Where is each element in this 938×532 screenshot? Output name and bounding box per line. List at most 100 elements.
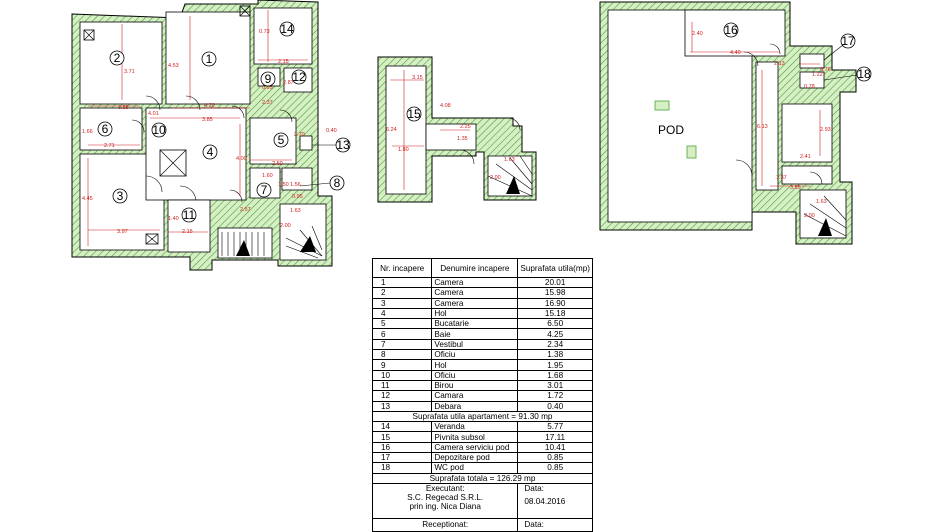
dim-label: 4.53 [168,63,179,69]
dim-label: 0.76 [820,67,831,73]
cell-area: 6.50 [517,318,593,330]
cell-nr: 15 [371,431,433,443]
cell-area: 16.90 [517,297,593,309]
cell-name: Depozitare pod [431,452,519,464]
dim-label: 3.85 [202,117,213,123]
dim-label: 1.50 [278,182,289,188]
room-number-10: 10 [152,123,166,137]
cell-nr: 3 [371,297,433,309]
cell-name: Hol [431,359,519,371]
cell-name: Camara [431,390,519,402]
cell-nr: 9 [371,359,433,371]
dim-label: 3.15 [412,75,423,81]
dim-label: 3.97 [117,229,128,235]
dim-label: 2.93 [820,127,831,133]
dim-label: 0.73 [259,29,270,35]
ground-floor-dimensions: 0.73 2.15 3.71 4.53 2.87 0.95 3.85 4.01 … [82,29,337,235]
room-number-9: 9 [265,72,272,86]
cell-nr: 2 [371,287,433,299]
dim-label: 2.37 [262,100,273,106]
room-number-11: 11 [183,208,196,222]
dim-label: 2.00 [804,213,815,219]
cell-area: 0.85 [517,452,593,464]
room-number-17: 17 [841,34,855,48]
cell-nr: 16 [371,441,433,454]
cell-nr: 18 [371,462,433,474]
dim-label: 2.71 [104,143,115,149]
total-row: Suprafata totala = 126.29 mp [372,472,593,484]
dim-label: 1.56 [290,182,301,188]
dim-label: 0.95 [292,194,303,200]
cell-nr: 4 [371,307,433,320]
cell-name: WC pod [431,462,519,474]
receptionat-label: Receptionat: [371,517,519,532]
cell-area: 20.01 [517,276,593,289]
cell-nr: 6 [371,328,433,340]
dim-label: 3.55 [790,185,801,191]
cell-nr: 11 [371,379,433,392]
dim-label: 6.13 [757,124,768,130]
cell-name: Camera [431,297,519,309]
room-number-3: 3 [117,189,124,203]
cell-name: Oficiu [431,349,519,361]
ground-floor-room-numbers: 2 1 14 9 12 6 10 4 5 13 3 7 8 11 [97,21,351,223]
dim-label: 1.63 [504,157,515,163]
dim-label: 3.85 [118,105,129,111]
dim-label: 6.24 [386,127,397,133]
dim-label: 4.45 [82,196,93,202]
dim-label: 2.15 [278,59,289,65]
dim-label: 0.95 [262,85,273,91]
dim-label: 1.63 [816,199,827,205]
header-denumire: Denumire incapere [431,258,519,278]
room-number-18: 18 [857,67,871,81]
cell-name: Debara [431,400,519,412]
attic-label: POD [658,123,684,137]
cell-nr: 13 [371,400,433,412]
dim-label: 1.60 [262,173,273,179]
dim-label: 4.20 [204,103,215,109]
dim-label: 1.35 [457,136,468,142]
cell-area: 5.77 [517,421,593,433]
date-label: Data: [524,483,544,493]
cell-name: Camera serviciu pod [431,441,519,454]
date-value: 08.04.2016 [524,496,566,506]
cell-name: Hol [431,307,519,320]
cell-area: 1.38 [517,349,593,361]
cell-name: Camera [431,287,519,299]
cell-area: 15.18 [517,307,593,320]
area-table: Nr. incapere Denumire incapere Suprafata… [371,258,593,532]
executant-cell: Executant: S.C. Regecad S.R.L. prin ing.… [371,482,519,519]
room-number-2: 2 [114,51,121,65]
cell-name: Baie [431,328,519,340]
dim-label: 2.70 [294,132,305,138]
cell-area: 4.25 [517,328,593,340]
cell-area: 17.11 [517,431,593,443]
dim-label: 2.13 [774,61,785,67]
dim-label: 4.08 [440,103,451,109]
cell-area: 2.34 [517,338,593,351]
cell-name: Pivnita subsol [431,431,519,443]
dim-label: 4.01 [148,111,159,117]
cell-nr: 8 [371,349,433,361]
dim-label: 2.00 [490,175,501,181]
dim-label: 2.50 [272,161,283,167]
dim-label: 2.15 [182,229,193,235]
dim-label: 3.71 [124,69,135,75]
cell-nr: 7 [371,338,433,351]
attic-plan: 2.40 4.40 2.13 0.76 1.22 0.78 6.13 2.93 … [599,1,872,245]
